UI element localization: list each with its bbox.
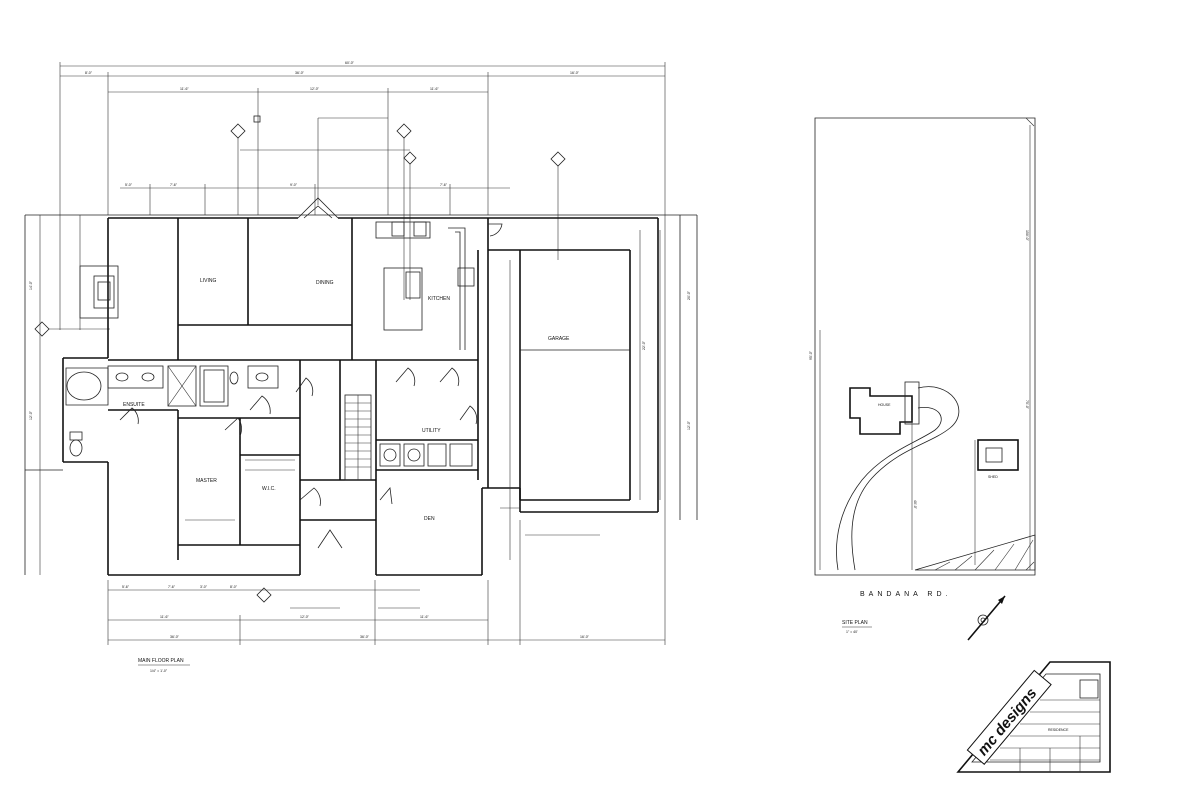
room-master: MASTER: [196, 478, 217, 484]
svg-text:20'-0": 20'-0": [687, 290, 691, 300]
svg-text:75'-0": 75'-0": [1025, 400, 1029, 410]
title-block: mc designs RESIDENCE: [956, 661, 1111, 773]
section-markers: [34, 115, 566, 603]
room-dining: DINING: [316, 280, 334, 286]
room-garage: GARAGE: [548, 336, 570, 342]
svg-text:36'-0": 36'-0": [295, 71, 305, 75]
svg-text:8'-0": 8'-0": [85, 71, 93, 75]
interior-walls: [108, 218, 631, 560]
room-kitchen: KITCHEN: [428, 296, 450, 302]
project-name: RESIDENCE: [1048, 728, 1069, 732]
svg-text:14'-0": 14'-0": [29, 280, 33, 290]
svg-text:150'-0": 150'-0": [1025, 230, 1029, 242]
svg-text:16'-0": 16'-0": [570, 71, 580, 75]
north-arrow-icon: [967, 595, 1006, 641]
svg-text:12'-0": 12'-0": [29, 410, 33, 420]
svg-text:40'-0": 40'-0": [913, 500, 917, 510]
fixtures: [65, 221, 475, 521]
site-plan-scale: 1" = 40': [846, 630, 858, 634]
svg-text:36'-0": 36'-0": [360, 635, 370, 639]
svg-text:36'-0": 36'-0": [170, 635, 180, 639]
road-label: BANDANA RD.: [860, 591, 951, 598]
svg-text:11'-6": 11'-6": [180, 87, 189, 91]
svg-text:11'-6": 11'-6": [420, 615, 429, 619]
svg-text:12'-0": 12'-0": [310, 87, 320, 91]
svg-text:5'-0": 5'-0": [125, 183, 133, 187]
svg-text:16'-0": 16'-0": [580, 635, 590, 639]
exterior-walls: [24, 197, 698, 576]
room-utility: UTILITY: [422, 428, 441, 434]
room-den: DEN: [424, 516, 435, 522]
svg-text:9'-0": 9'-0": [290, 183, 298, 187]
svg-text:22'-0": 22'-0": [642, 340, 646, 350]
side-dimension-lines: 14'-0" 12'-0" 20'-0" 12'-0" 22'-0": [29, 215, 691, 575]
svg-text:7'-6": 7'-6": [168, 585, 176, 589]
site-plan: 150'-0" 75'-0" 95'-0" HOUSE SHED 40'-0" …: [809, 117, 1036, 641]
door-swings: [119, 223, 503, 549]
room-living: LIVING: [200, 278, 217, 284]
svg-text:HOUSE: HOUSE: [878, 403, 891, 407]
svg-text:5'-6": 5'-6": [122, 585, 130, 589]
svg-text:12'-0": 12'-0": [300, 615, 310, 619]
svg-text:7'-6": 7'-6": [440, 183, 448, 187]
svg-text:11'-6": 11'-6": [160, 615, 169, 619]
site-plan-title: SITE PLAN: [842, 620, 868, 626]
svg-text:11'-6": 11'-6": [430, 87, 439, 91]
svg-text:3'-0": 3'-0": [200, 585, 208, 589]
svg-text:SHED: SHED: [988, 475, 998, 479]
svg-text:60'-0": 60'-0": [345, 61, 355, 65]
room-ensuite: ENSUITE: [123, 402, 145, 408]
floor-plan-scale: 1/4" = 1'-0": [150, 669, 168, 673]
svg-text:95'-0": 95'-0": [809, 350, 813, 360]
svg-text:12'-0": 12'-0": [687, 420, 691, 430]
svg-text:7'-6": 7'-6": [170, 183, 178, 187]
top-dimension-lines: 60'-0" 8'-0" 36'-0" 16'-0" 11'-6" 12'-0"…: [59, 61, 666, 520]
svg-text:8'-0": 8'-0": [230, 585, 238, 589]
floor-plan: 60'-0" 8'-0" 36'-0" 16'-0" 11'-6" 12'-0"…: [24, 61, 698, 673]
bottom-dimension-lines: 5'-6" 7'-6" 3'-0" 8'-0" 11'-6" 12'-0" 11…: [107, 520, 666, 645]
floor-plan-title: MAIN FLOOR PLAN: [138, 658, 184, 664]
room-wic: W.I.C.: [262, 486, 276, 492]
floor-plan-title-block: MAIN FLOOR PLAN 1/4" = 1'-0": [138, 658, 190, 673]
room-labels: LIVING DINING KITCHEN GARAGE ENSUITE MAS…: [123, 278, 570, 522]
